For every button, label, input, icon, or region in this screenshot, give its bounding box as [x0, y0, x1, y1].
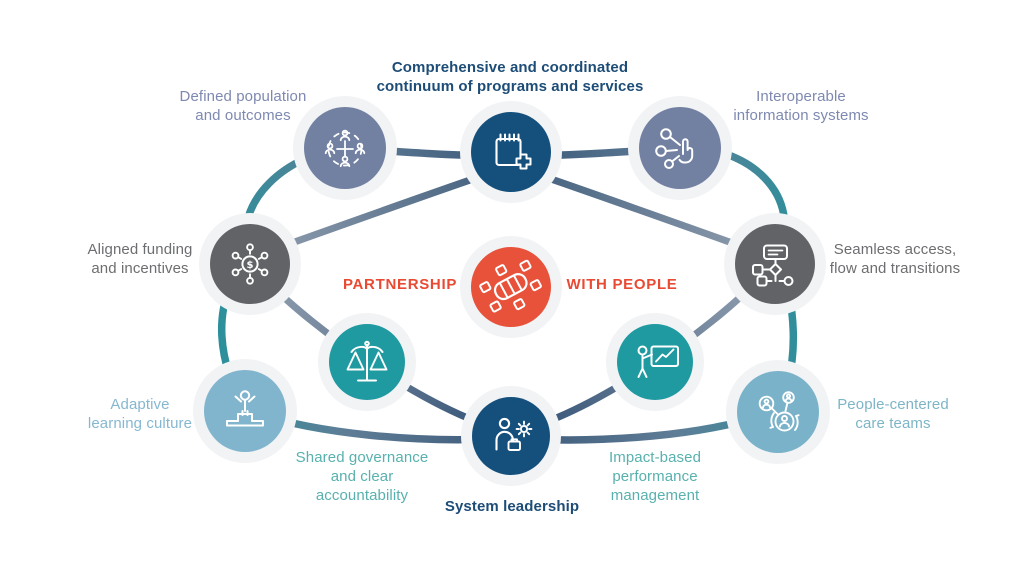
node-care-teams-circle — [737, 371, 819, 453]
person-gear-icon — [495, 417, 533, 451]
hands-together-icon — [479, 259, 542, 313]
node-interoperable-circle — [639, 107, 721, 189]
label-interoperable: Interoperable information systems — [733, 88, 869, 124]
flowchart-icon — [752, 244, 794, 287]
presentation-chart-icon — [637, 345, 679, 378]
node-programs-circle — [471, 112, 551, 192]
connected-systems-hand-icon — [655, 128, 694, 169]
label-care-teams: People-centered care teams — [837, 396, 949, 432]
label-seamless: Seamless access, flow and transitions — [829, 241, 961, 277]
label-programs: Comprehensive and coordinated continuum … — [376, 59, 644, 95]
population-network-icon — [324, 129, 366, 168]
scales-icon — [346, 340, 388, 382]
podium-person-icon — [226, 390, 264, 427]
label-population: Defined population and outcomes — [179, 88, 307, 124]
calendar-medical-icon — [495, 133, 532, 170]
label-governance: Shared governance and clear accountabili… — [295, 449, 429, 504]
funding-hub-icon: $ — [231, 243, 269, 285]
label-partnership: PARTNERSHIP — [342, 276, 458, 293]
svg-text:$: $ — [247, 260, 254, 271]
node-funding-circle — [210, 224, 290, 304]
node-performance-circle — [617, 324, 693, 400]
label-performance: Impact-based performance management — [608, 449, 702, 504]
label-learning: Adaptive learning culture — [87, 396, 193, 432]
label-leadership: System leadership — [444, 498, 580, 515]
label-funding: Aligned funding and incentives — [87, 241, 193, 277]
label-with-people: WITH PEOPLE — [566, 276, 678, 293]
care-team-avatars-icon — [758, 391, 800, 432]
